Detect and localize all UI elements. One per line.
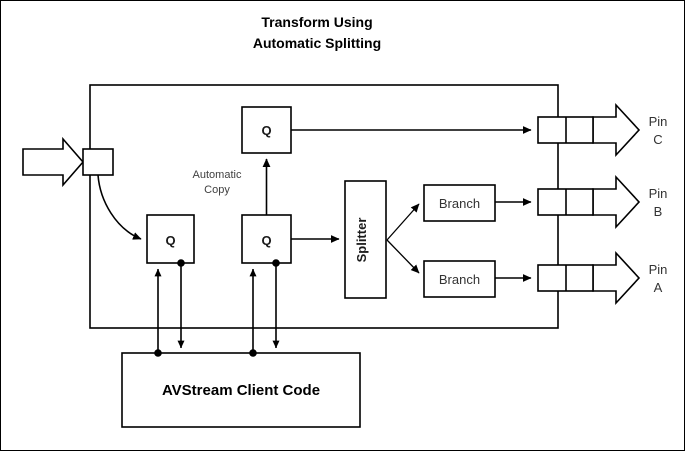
node-queue-left-label: Q (165, 233, 175, 248)
node-branch-lower: Branch (423, 260, 496, 298)
node-splitter: Splitter (344, 180, 387, 299)
node-client-code-label: AVStream Client Code (162, 382, 320, 399)
connector-splitter-to-branch-lower (386, 239, 420, 274)
annotation-automatic-copy-line-1: Automatic (193, 169, 242, 181)
output-pin-b-label-line-2: B (654, 204, 663, 219)
title-line-2: Automatic Splitting (253, 35, 381, 51)
node-branch-upper-label: Branch (439, 196, 480, 211)
node-branch-upper: Branch (423, 184, 496, 222)
input-stream-arrow (22, 136, 85, 188)
connector-input-to-queue-left (97, 174, 142, 240)
input-pin-block (82, 148, 114, 176)
connector-splitter-to-branch-upper (386, 203, 420, 241)
output-pin-a-label-line-2: A (654, 280, 663, 295)
link-client-to-queue-left (154, 268, 162, 357)
node-client-code: AVStream Client Code (121, 352, 361, 428)
diagram-title: Transform Using Automatic Splitting (253, 14, 381, 51)
node-splitter-label: Splitter (354, 218, 369, 263)
node-branch-lower-label: Branch (439, 272, 480, 287)
output-pin-c: Pin C (537, 102, 668, 158)
node-queue-middle: Q (241, 214, 292, 264)
link-client-to-queue-middle (249, 268, 257, 357)
node-queue-top-label: Q (261, 123, 271, 138)
output-pin-b-label-line-1: Pin (649, 186, 668, 201)
output-pin-a: Pin A (537, 250, 668, 306)
node-queue-middle-label: Q (261, 233, 271, 248)
output-pin-b: Pin B (537, 174, 668, 230)
annotation-automatic-copy: Automatic Copy (193, 169, 242, 196)
link-queue-left-to-client (177, 259, 185, 349)
title-line-1: Transform Using (261, 14, 372, 30)
output-pin-a-label-line-1: Pin (649, 262, 668, 277)
node-queue-top: Q (241, 106, 292, 154)
node-queue-left: Q (146, 214, 195, 264)
output-pin-c-label-line-2: C (653, 132, 662, 147)
link-queue-middle-to-client (272, 259, 280, 349)
annotation-automatic-copy-line-2: Copy (204, 184, 230, 196)
output-pin-c-label-line-1: Pin (649, 114, 668, 129)
